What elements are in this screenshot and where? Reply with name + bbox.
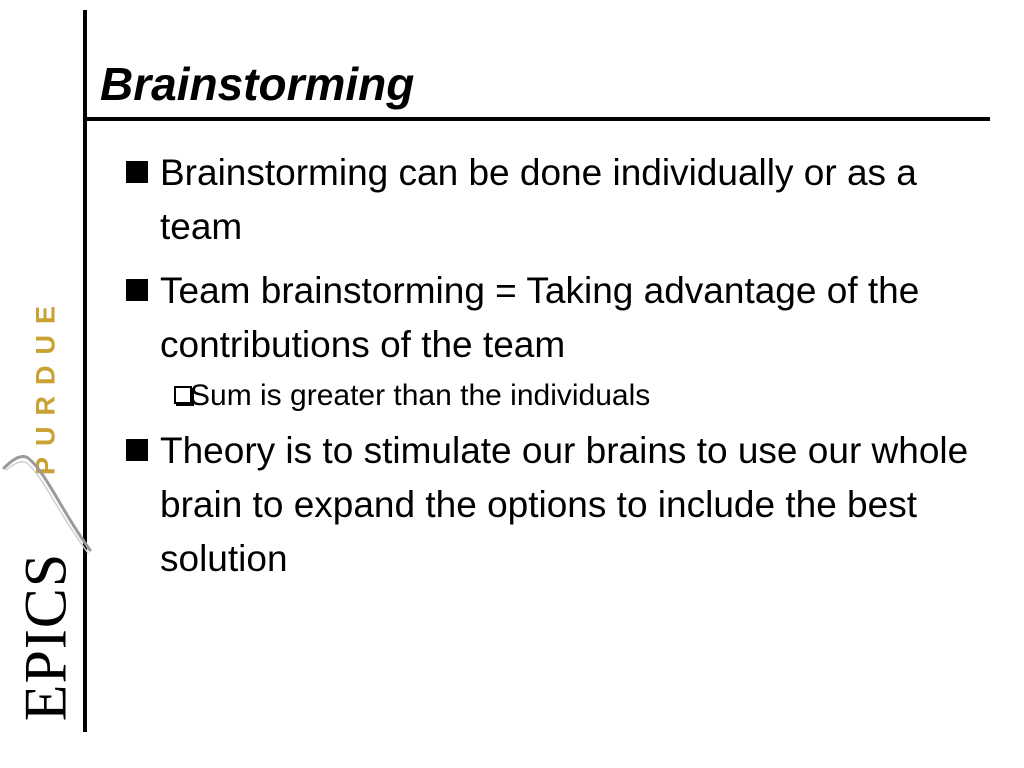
title-underline: [87, 117, 990, 121]
purdue-logo-text: PURDUE: [30, 294, 61, 476]
square-bullet-icon: [126, 279, 148, 301]
bullet-item: Team brainstorming = Taking advantage of…: [120, 264, 990, 372]
sub-bullet-item: Sum is greater than the individuals: [120, 376, 990, 416]
bullet-text: Team brainstorming = Taking advantage of…: [160, 270, 920, 365]
slide-title: Brainstorming: [100, 58, 415, 110]
swoosh-decoration: [2, 454, 92, 554]
vertical-divider: [83, 10, 87, 732]
bullet-item: Brainstorming can be done individually o…: [120, 146, 990, 254]
bullet-text: Brainstorming can be done individually o…: [160, 152, 917, 247]
square-bullet-icon: [126, 439, 148, 461]
sub-bullet-text: Sum is greater than the individuals: [190, 379, 651, 412]
bullet-text: Theory is to stimulate our brains to use…: [160, 430, 969, 579]
bullet-item: Theory is to stimulate our brains to use…: [120, 424, 990, 586]
square-bullet-icon: [126, 161, 148, 183]
checkbox-bullet-icon: [174, 386, 192, 404]
epics-logo-text: EPICS: [12, 552, 79, 722]
bullet-list: Brainstorming can be done individually o…: [120, 146, 990, 596]
